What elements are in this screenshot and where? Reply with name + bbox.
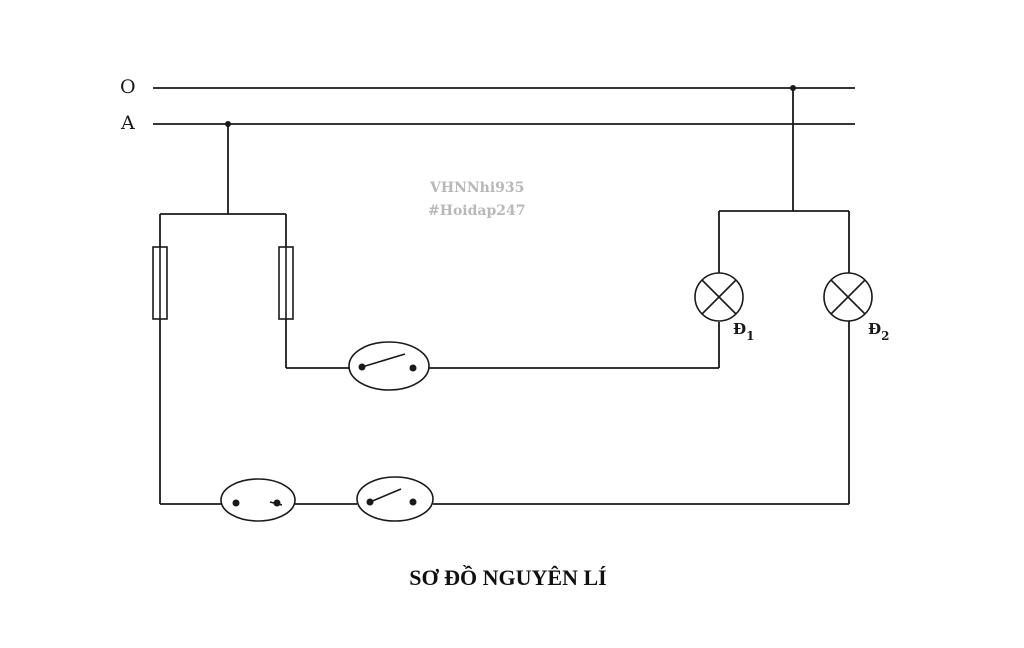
lamp-2-label: Đ2 bbox=[868, 320, 889, 343]
line-a-label: A bbox=[120, 112, 135, 134]
line-o-label: O bbox=[120, 76, 136, 98]
switch-lower-1 bbox=[220, 478, 296, 522]
switch-lower-2 bbox=[356, 476, 434, 522]
watermark-line1: VHNNhi935 bbox=[429, 180, 524, 196]
lamp-1-label: Đ1 bbox=[733, 320, 754, 343]
diagram-title: SƠ ĐỒ NGUYÊN LÍ bbox=[409, 565, 606, 590]
lamp-1-icon bbox=[694, 272, 744, 322]
switch-upper bbox=[348, 341, 430, 391]
lamp-2-icon bbox=[823, 272, 873, 322]
watermark-line2: #Hoidap247 bbox=[428, 203, 526, 219]
